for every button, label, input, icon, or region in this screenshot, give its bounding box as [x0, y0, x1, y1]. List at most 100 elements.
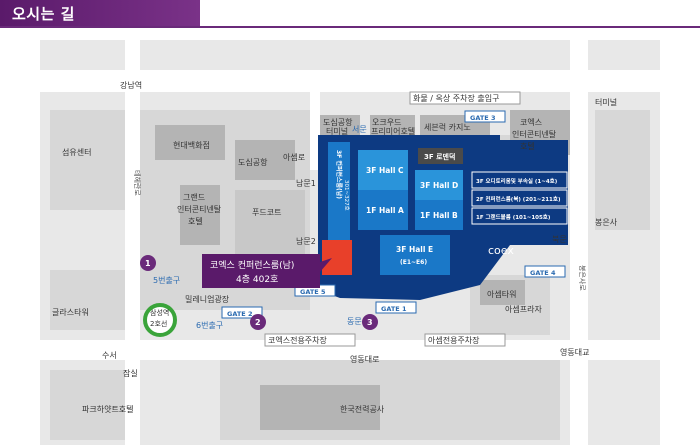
conf-north-box — [471, 189, 568, 207]
label-asem-ro: 아셈로 — [283, 152, 305, 162]
label-south-gate2: 남문2 — [296, 237, 316, 246]
label-dosim: 도심공항 — [238, 157, 268, 167]
auditorium-box — [471, 171, 568, 189]
label-cargo-parking: 화물 / 옥상 주차장 출입구 — [413, 93, 499, 103]
title-underline — [0, 26, 700, 28]
roads — [40, 40, 660, 445]
label-coex-ic2: 인터콘티넨탈 — [512, 129, 557, 139]
side-road — [310, 70, 320, 170]
destination-callout — [202, 254, 320, 288]
label-samseong: 삼성역 — [150, 308, 169, 317]
coex-logo: coex — [488, 244, 514, 257]
grand-ballroom-label: 1F 그랜드볼룸 (101~105호) — [476, 213, 551, 221]
cargo-parking-box — [409, 91, 521, 105]
gate1-label: GATE 1 — [381, 305, 407, 313]
hall-d-block — [415, 170, 463, 200]
label-suseo: 수서 — [102, 351, 117, 360]
destination-highlight — [322, 240, 352, 275]
label-coex-ic3: 호텔 — [520, 142, 535, 151]
label-food-court: 푸드코트 — [252, 208, 281, 217]
asem-parking-box — [424, 333, 506, 347]
lobby-label: 3F 로덴덕 — [424, 152, 455, 161]
label-yeongdong: 영동대로 — [350, 354, 379, 364]
lobby-block — [418, 148, 463, 164]
oakwood-building — [370, 115, 415, 135]
label-coex-ic1: 코엑스 — [520, 117, 542, 127]
marker-1-label: 1 — [145, 259, 151, 268]
label-grand1: 그랜드 — [183, 192, 205, 202]
dosim-airport-building — [235, 140, 295, 180]
hall-e-sub-label: (E1~E6) — [400, 259, 427, 266]
hall-c-block — [358, 150, 408, 190]
hall-c-label: 3F Hall C — [366, 166, 404, 175]
label-park-hyatt: 파크하얏트호텔 — [82, 404, 134, 414]
label-east-gate: 동문 — [347, 317, 362, 326]
callout-line2: 4층 402호 — [236, 274, 278, 285]
label-jamsil: 잠실 — [123, 368, 138, 378]
label-terminal: 터미널 — [595, 98, 617, 107]
marker-2-icon — [250, 314, 266, 330]
map-text-labels: 강남역 터미널 섬유센터 현대백화점 도심공항 그랜드 인터콘티넨탈 호텔 푸드… — [52, 80, 618, 414]
gate5-label: GATE 5 — [300, 288, 326, 296]
label-oakwood2: 프리미어호텔 — [371, 126, 415, 136]
label-oakwood1: 오크우드 — [372, 118, 401, 127]
conf-south-rooms-label: 301~327호 — [343, 180, 350, 211]
hall-b-label: 1F Hall B — [420, 211, 458, 220]
block-glass — [50, 270, 125, 330]
gate1-badge — [375, 301, 417, 314]
label-dosim-short: 도심공항 — [323, 117, 353, 127]
label-exit6: 6번출구 — [196, 320, 223, 330]
label-millennium: 밀레니엄광장 — [185, 294, 230, 304]
label-gangnam: 강남역 — [120, 80, 142, 90]
gate3-badge — [464, 110, 506, 123]
marker-3-icon — [362, 314, 378, 330]
marker-2-label: 2 — [255, 318, 261, 327]
gate2-label: GATE 2 — [227, 310, 253, 318]
location-map: 강남역 터미널 섬유센터 현대백화점 도심공항 그랜드 인터콘티넨탈 호텔 푸드… — [40, 40, 660, 445]
conf-south-label: 3F 컨퍼런스룸(남) — [335, 150, 343, 199]
hall-a-block — [358, 190, 408, 230]
gate2-badge — [221, 306, 263, 319]
marker-1-icon — [140, 255, 156, 271]
callout-pointer — [320, 258, 332, 272]
label-yeongdong-bridge: 영동대교 — [560, 347, 589, 357]
hall-e-block — [380, 235, 450, 275]
block-east — [595, 110, 650, 230]
auditorium-label: 3F 오디토리움및 부속실 (1~4호) — [476, 177, 558, 185]
teheran-road-north — [40, 70, 660, 92]
label-kepco: 한국전력공사 — [340, 404, 385, 414]
label-north-gate: 북문 — [552, 235, 567, 244]
label-asem-parking: 아셈전용주차장 — [428, 335, 480, 345]
label-grand3: 호텔 — [188, 217, 203, 226]
label-seven-luck: 세븐럭 카지노 — [424, 122, 471, 132]
hall-e-label: 3F Hall E — [396, 245, 433, 254]
label-glass: 글라스타워 — [52, 308, 89, 317]
gate4-badge — [524, 265, 566, 278]
grand-ic-building — [180, 185, 220, 245]
label-bongeunsa: 봉은사 — [595, 218, 618, 227]
label-grand2: 인터콘티넨탈 — [177, 204, 222, 214]
hall-labels: 3F Hall C 1F Hall A 3F Hall D 1F Hall B … — [366, 152, 561, 266]
grand-ballroom-box — [471, 207, 568, 225]
label-line2: 2호선 — [150, 319, 167, 328]
title-bar: 오시는 길 — [0, 0, 200, 27]
kepco-building — [260, 385, 380, 430]
gate-badges — [221, 110, 566, 319]
label-hyundai: 현대백화점 — [173, 140, 210, 150]
block-park-hyatt — [50, 370, 125, 440]
gate4-label: GATE 4 — [530, 269, 556, 277]
marker-3-label: 3 — [367, 318, 373, 327]
samseong-station-icon — [143, 303, 177, 337]
coex-parking-box — [264, 333, 356, 347]
gate-texts: GATE 3 GATE 4 GATE 1 GATE 2 GATE 5 — [227, 114, 556, 318]
conf-north-label: 2F 컨퍼런스룸(북) (201~211호) — [476, 195, 561, 203]
label-dosim-terminal: 터미널 — [326, 127, 348, 136]
conf-south-block — [328, 142, 350, 242]
asem-tower-building — [480, 280, 525, 305]
label-west-gate: 서문 — [352, 125, 367, 134]
marker-numbers: 1 2 3 — [145, 259, 373, 327]
callout-line1: 코엑스 컨퍼런스룸(남) — [210, 259, 294, 271]
main-avenue — [125, 40, 140, 445]
block-textile — [50, 110, 125, 210]
label-coex-parking: 코엑스전용주차장 — [268, 335, 328, 345]
